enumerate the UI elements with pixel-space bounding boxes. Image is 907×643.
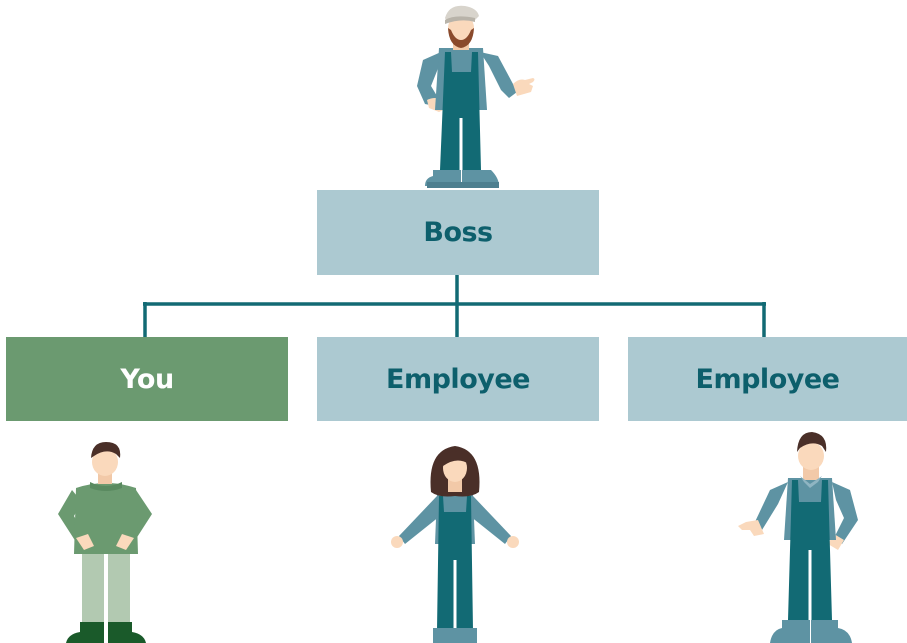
employee-box-2: Employee [628, 337, 907, 421]
boss-figure [417, 5, 535, 188]
employee-figure-2 [738, 432, 858, 643]
employee-box-1: Employee [317, 337, 599, 421]
boss-label: Boss [423, 217, 493, 248]
employee-figure-1 [391, 446, 519, 643]
you-box: You [6, 337, 288, 421]
boss-box: Boss [317, 190, 599, 275]
you-figure [58, 442, 152, 643]
employee-label-1: Employee [386, 363, 530, 395]
you-label: You [120, 363, 174, 395]
employee-label-2: Employee [695, 363, 840, 395]
